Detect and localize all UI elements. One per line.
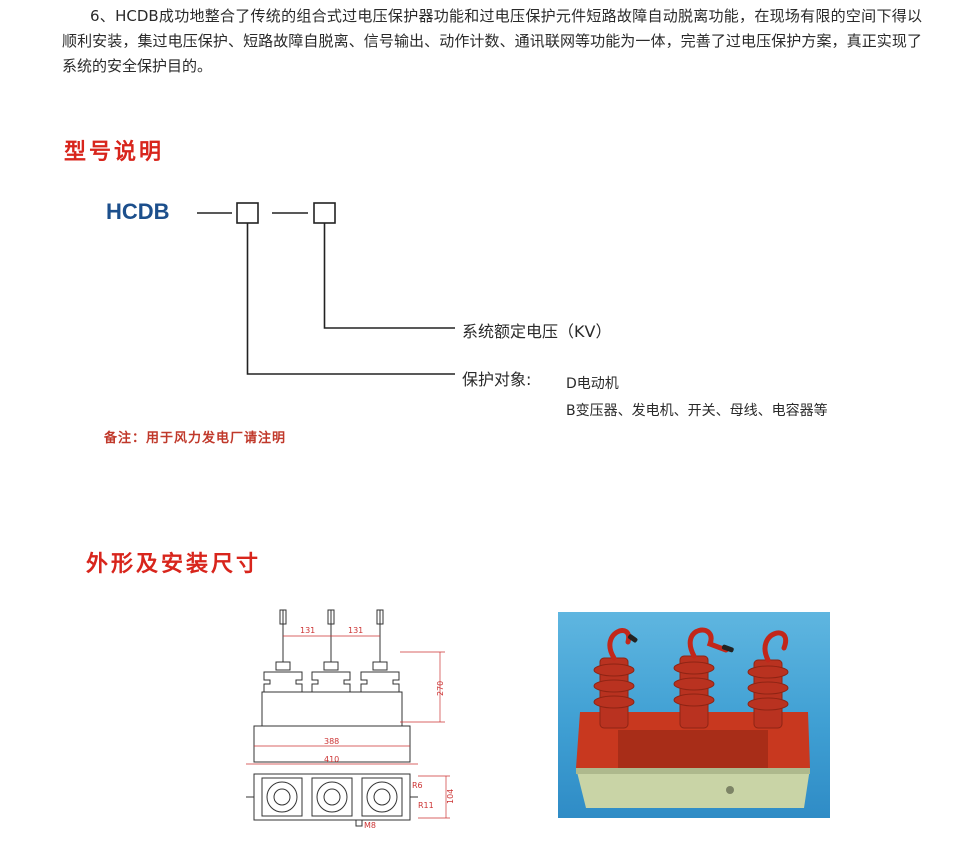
product-photo <box>558 612 830 818</box>
leader-target <box>246 223 455 375</box>
dim-r11: R11 <box>418 801 434 810</box>
dimension-drawing: 131 131 270 388 410 R6 R11 104 M8 <box>246 609 455 830</box>
terminal-clip-3 <box>376 609 384 625</box>
leader-voltage <box>323 223 455 329</box>
base-block <box>576 768 810 808</box>
dim-270: 270 <box>436 681 445 696</box>
dim-131-left: 131 <box>300 626 315 635</box>
label-voltage: 系统额定电压（KV） <box>462 322 612 341</box>
surge-protector-illustration <box>576 627 810 808</box>
terminal-clip-2 <box>327 609 335 625</box>
insulator-1 <box>263 671 303 693</box>
insulator-left <box>593 657 635 729</box>
cable-right <box>762 630 789 663</box>
nut-1 <box>275 661 291 671</box>
housing-body <box>261 691 403 727</box>
dim-m8: M8 <box>364 821 376 830</box>
dim-410: 410 <box>324 755 339 764</box>
cable-left <box>607 628 632 661</box>
label-target: 保护对象: <box>462 370 532 389</box>
intro-text: 6、HCDB成功地整合了传统的组合式过电压保护器功能和过电压保护元件短路故障自动… <box>62 7 922 75</box>
cable-middle <box>687 627 729 659</box>
terminal-clip-1 <box>279 609 287 625</box>
base-plate <box>253 725 411 763</box>
dim-131-right: 131 <box>348 626 363 635</box>
nut-2 <box>323 661 339 671</box>
bottom-circle-2 <box>316 781 348 813</box>
bottom-view-frame <box>253 773 411 821</box>
code-box-1 <box>236 202 259 224</box>
model-note: 备注：用于风力发电厂请注明 <box>104 431 287 446</box>
insulator-right <box>747 659 789 729</box>
code-box-2 <box>313 202 336 224</box>
dim-104: 104 <box>446 789 455 804</box>
bottom-cell-2 <box>311 777 353 817</box>
dim-r6: R6 <box>412 781 423 790</box>
intro-paragraph: 6、HCDB成功地整合了传统的组合式过电压保护器功能和过电压保护元件短路故障自动… <box>62 4 922 79</box>
bottom-circle-3 <box>366 781 398 813</box>
insulator-2 <box>311 671 351 693</box>
insulator-middle <box>673 655 715 729</box>
base-screw <box>726 786 734 794</box>
nut-3 <box>372 661 388 671</box>
bottom-cell-3 <box>361 777 403 817</box>
target-b: B变压器、发电机、开关、母线、电容器等 <box>566 403 828 419</box>
target-d: D电动机 <box>566 376 619 392</box>
model-prefix: HCDB <box>106 199 170 224</box>
bottom-circle-1 <box>266 781 298 813</box>
insulator-3 <box>360 671 400 693</box>
dimension-heading: 外形及安装尺寸 <box>86 552 262 577</box>
model-code-diagram <box>197 202 455 375</box>
dim-388: 388 <box>324 737 339 746</box>
bottom-cell-1 <box>261 777 303 817</box>
model-heading: 型号说明 <box>64 140 165 165</box>
